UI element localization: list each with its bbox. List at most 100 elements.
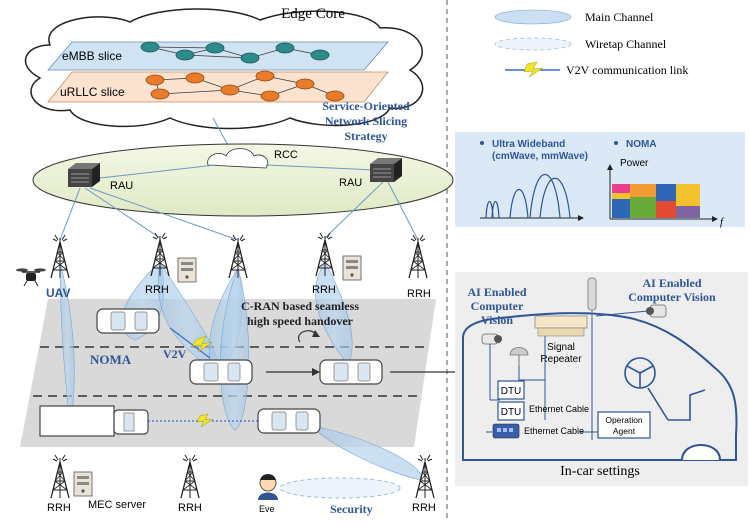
rrh-label-5: RRH: [407, 288, 431, 300]
car-wheel-arch: [681, 444, 721, 461]
dtu-box-1: [497, 380, 525, 400]
v2v-label: V2V: [163, 347, 187, 361]
rcc-links: [99, 164, 376, 179]
svg-text:high speed handover: high speed handover: [247, 314, 354, 328]
antenna-icon: [587, 277, 597, 318]
agent-label-2: Agent: [613, 426, 636, 436]
dtu-box-2: [497, 401, 525, 421]
car-2: [189, 359, 253, 385]
cran-label: C-RAN based seamless high speed handover: [241, 299, 359, 328]
svg-text:Strategy: Strategy: [344, 129, 387, 143]
embb-nodes: [140, 41, 330, 64]
uwb-label-1: Ultra Wideband: [492, 139, 565, 150]
eve-label: Eve: [259, 504, 275, 514]
dtu-label-1: DTU: [501, 386, 522, 397]
power-label: Power: [620, 158, 649, 169]
rau-rrh-links: [59, 181, 419, 241]
repeater-label-1: Signal: [547, 342, 575, 353]
rrh-label-8: RRH: [412, 502, 436, 514]
embb-slice-label: eMBB slice: [62, 49, 122, 63]
rrh-tower-6: [50, 454, 70, 499]
noma-spectrum-label: NOMA: [626, 139, 657, 150]
legend-main-channel-swatch: [494, 9, 572, 25]
rcc-cloud-icon: [207, 148, 269, 169]
camera-right-link: [595, 310, 649, 317]
rau-right-label: RAU: [339, 177, 362, 189]
uav-label: UAV: [46, 286, 70, 300]
legend-main-channel: Main Channel: [585, 10, 654, 24]
operation-agent-box: [597, 411, 651, 439]
svg-text:Computer: Computer: [471, 299, 524, 313]
noma-road-label: NOMA: [90, 352, 132, 367]
f-label: f: [720, 216, 725, 228]
noma-chart: [607, 164, 718, 222]
rrh-label-6: RRH: [47, 502, 71, 514]
svg-text:Vision: Vision: [481, 313, 514, 327]
urllc-nodes: [145, 70, 345, 102]
rrh-tower-7: [180, 454, 200, 499]
edge-server-icon-2: [342, 255, 362, 281]
svg-text:Service-Oriented: Service-Oriented: [322, 99, 410, 113]
handover-rotate-head: [312, 330, 320, 337]
uwb-chart: [480, 173, 584, 221]
rrh-label-7: RRH: [178, 502, 202, 514]
legend-v2v: V2V communication link: [566, 63, 688, 77]
svg-text:C-RAN based seamless: C-RAN based seamless: [241, 299, 359, 313]
car-1: [96, 308, 160, 334]
car-4: [257, 408, 321, 434]
rau-right-icon: [369, 157, 403, 183]
camera-left-icon: [481, 333, 502, 345]
svg-text:Network Slicing: Network Slicing: [325, 114, 407, 128]
repeater-label-2: Repeater: [540, 354, 582, 365]
car-3: [319, 359, 383, 385]
embb-slice-plane: [47, 41, 389, 71]
edge-core-title: Edge Core: [281, 6, 345, 22]
rcc-label: RCC: [274, 149, 298, 161]
rrh-tower-3: [228, 234, 248, 279]
eve-icon: [258, 474, 278, 500]
agent-label-1: Operation: [605, 415, 643, 425]
incar-title: In-car settings: [560, 464, 640, 479]
mec-server-icon: [73, 471, 93, 497]
truck: [39, 405, 149, 437]
urllc-slice-label: uRLLC slice: [60, 85, 125, 99]
wiretap-channel-beam: [279, 477, 401, 499]
rau-left-icon: [67, 162, 101, 188]
v2v-links: [148, 327, 258, 428]
rrh-tower-5: [408, 234, 428, 279]
signal-repeater-icon: [534, 315, 588, 337]
svg-text:Computer Vision: Computer Vision: [628, 290, 716, 304]
rrh-label-2: RRH: [145, 284, 169, 296]
legend-wiretap-channel: Wiretap Channel: [585, 37, 667, 51]
dtu-label-2: DTU: [501, 407, 522, 418]
noma-bullet: [614, 141, 618, 145]
strategy-label: Service-Oriented Network Slicing Strateg…: [322, 99, 410, 143]
rau-left-label: RAU: [110, 180, 133, 192]
svg-text:AI Enabled: AI Enabled: [467, 285, 526, 299]
ai-right-label: AI Enabled Computer Vision: [628, 276, 716, 304]
handover-arrowhead: [312, 368, 320, 376]
steering-wheel-icon: [624, 357, 706, 421]
legend: Main Channel Wiretap Channel V2V communi…: [494, 9, 688, 78]
rcc-ellipse: [32, 143, 454, 217]
mec-server-label: MEC server: [88, 499, 146, 511]
rrh-tower-4: [315, 232, 335, 277]
security-label: Security: [330, 502, 373, 516]
rrh-label-4: RRH: [312, 284, 336, 296]
edge-server-icon-1: [177, 257, 197, 283]
camera-right-icon: [646, 304, 667, 318]
edge-core-cloud: Edge Core eMBB slice uRLLC slice: [24, 6, 424, 130]
rrh-tower-1: [50, 234, 70, 279]
legend-wiretap-swatch: [494, 37, 572, 51]
svg-text:AI Enabled: AI Enabled: [642, 276, 701, 290]
dome-antenna-icon: [509, 347, 529, 356]
ethernet-switch-icon: [492, 423, 520, 439]
ai-left-label: AI Enabled Computer Vision: [467, 285, 526, 327]
legend-v2v-bolt: [523, 61, 544, 78]
car-outline: [462, 312, 738, 461]
uwb-label-2: (cmWave, mmWave): [492, 151, 588, 162]
uwb-bullet: [480, 141, 484, 145]
incar-wiring: [486, 318, 593, 440]
